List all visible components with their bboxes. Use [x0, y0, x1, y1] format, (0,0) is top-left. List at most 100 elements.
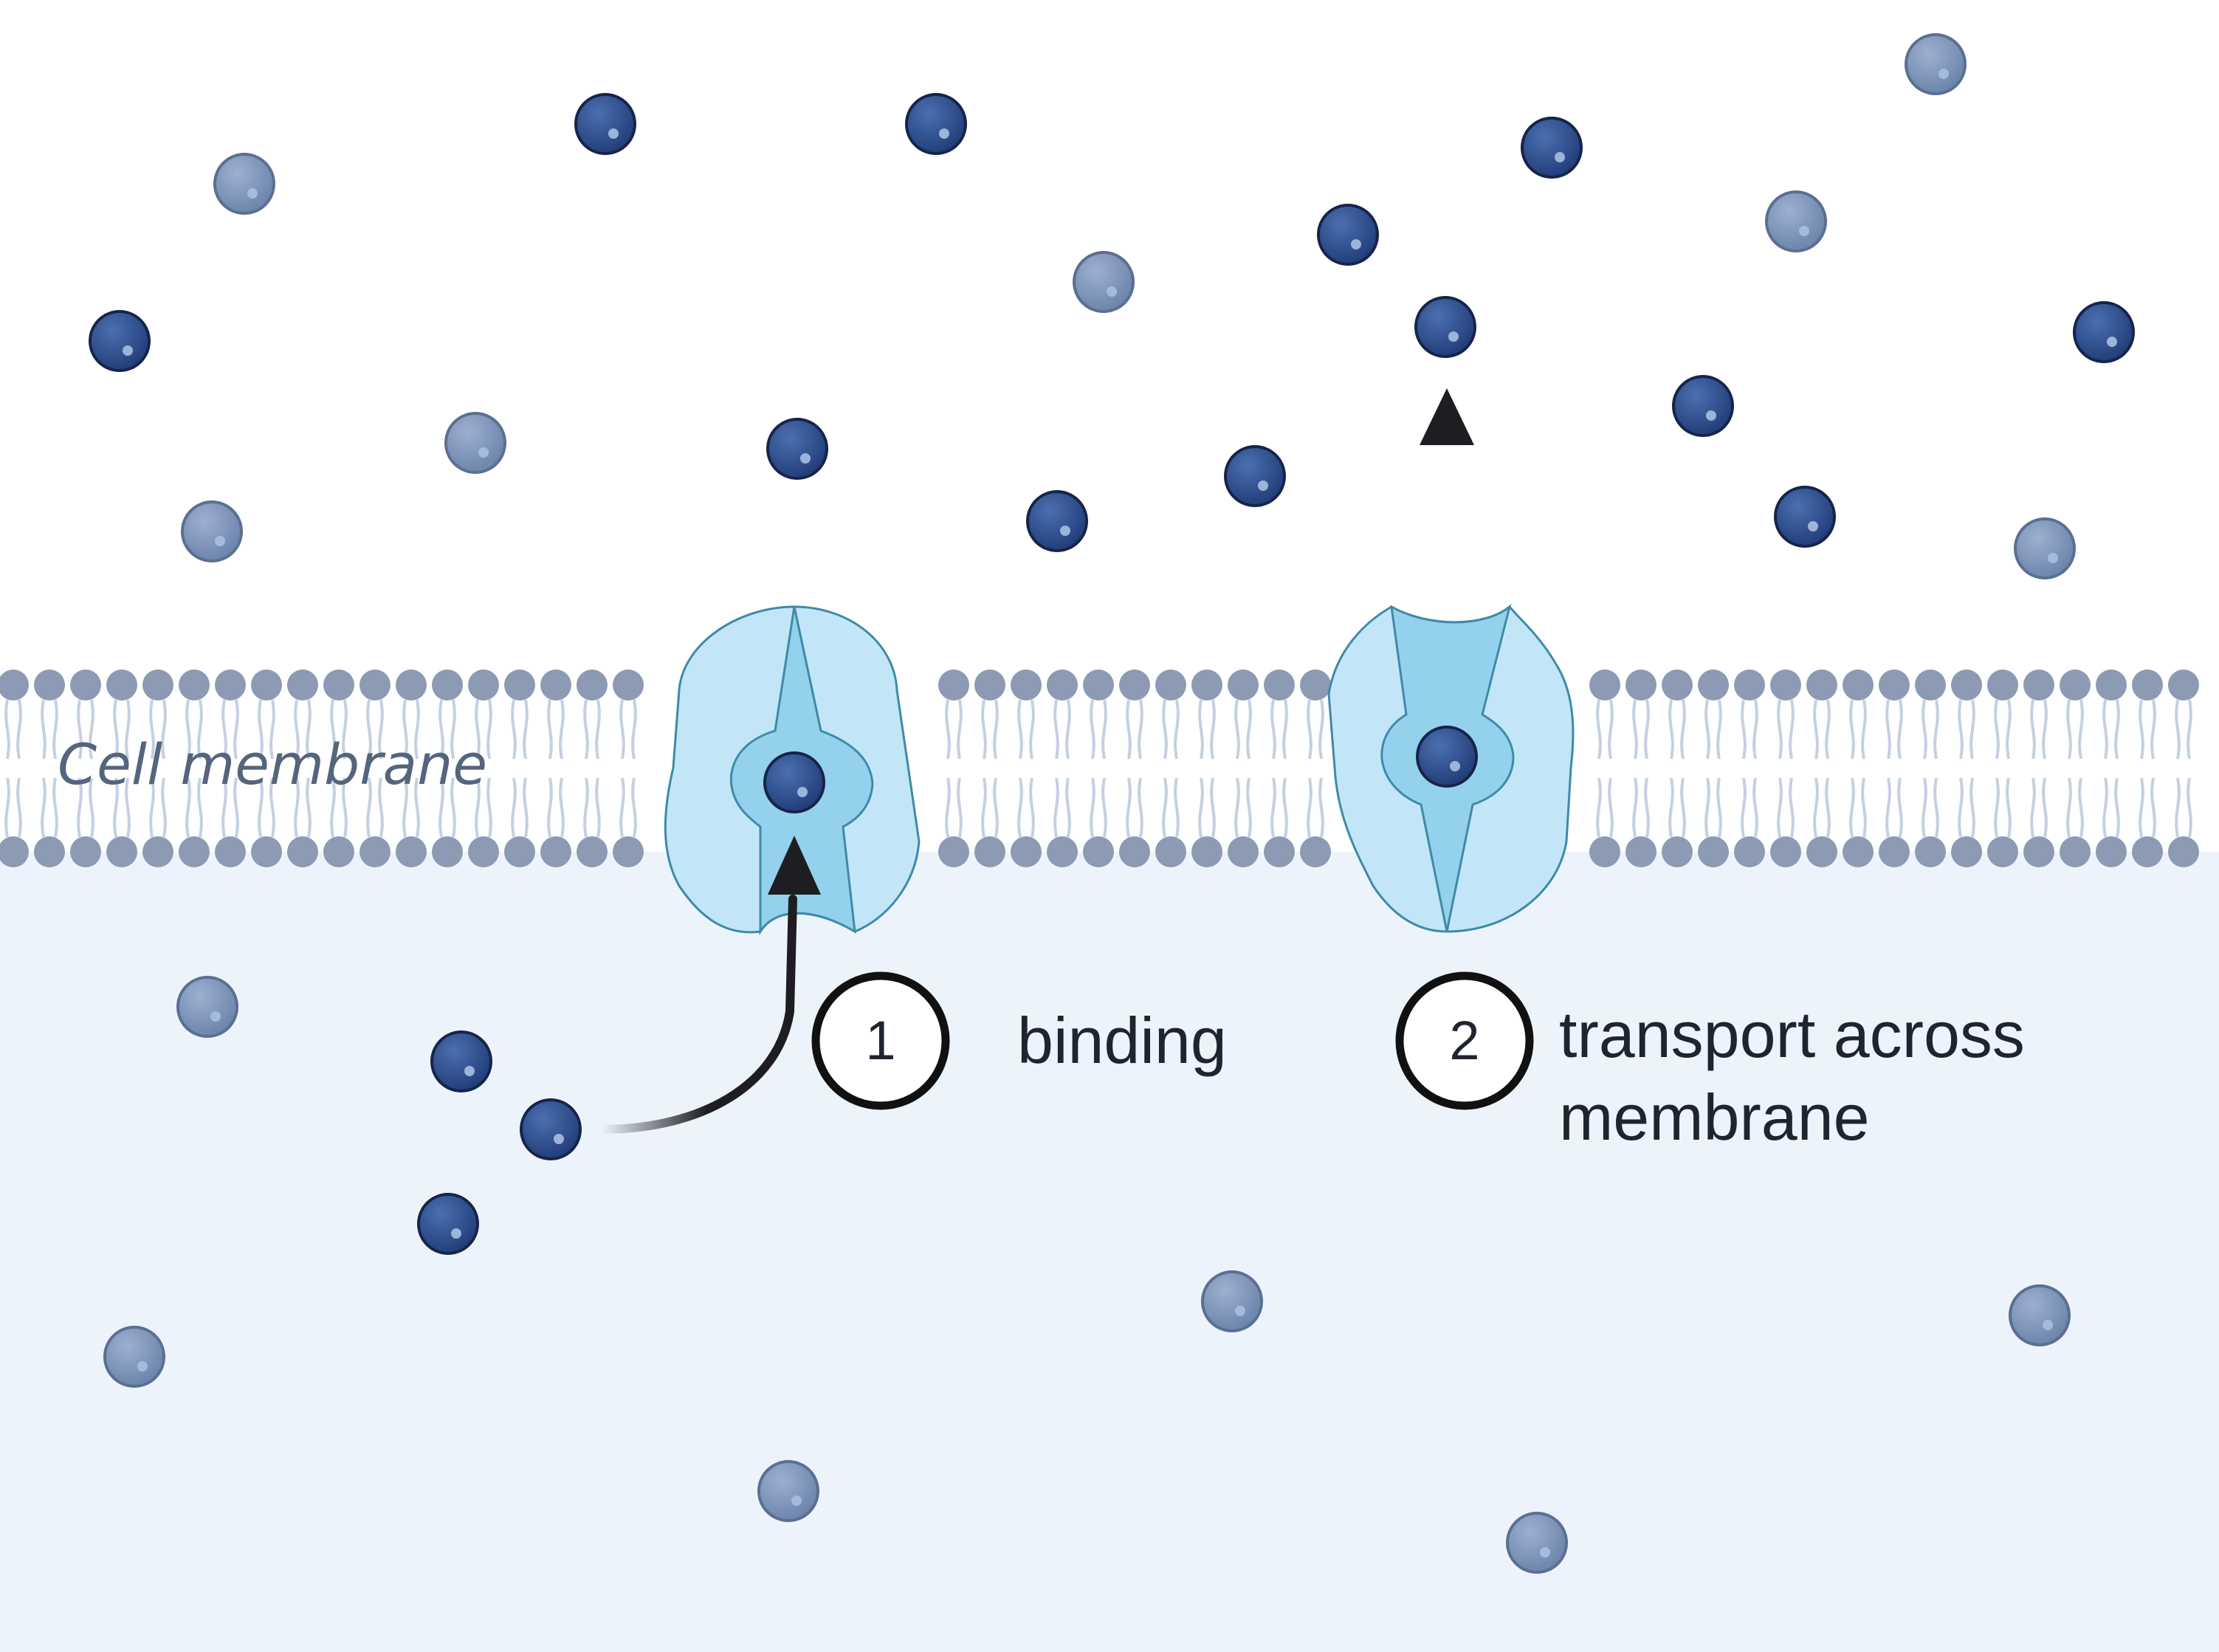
lipid-tail — [1813, 777, 1819, 838]
lipid-tail — [2102, 699, 2108, 760]
lipid-tail — [1138, 777, 1143, 838]
lipid-tail — [438, 699, 444, 760]
lipid-tail — [185, 777, 191, 838]
lipid-tail — [2114, 777, 2120, 838]
lipid-tail — [2078, 777, 2084, 838]
molecule-light — [757, 1460, 819, 1522]
lipid-tail — [1053, 699, 1059, 760]
lipid-tail — [1318, 777, 1324, 838]
lipid-tail — [1716, 699, 1722, 760]
lipid-head — [2168, 836, 2199, 867]
lipid-head — [34, 670, 65, 701]
molecule-light-highlight — [215, 536, 225, 546]
lipid-head — [1589, 836, 1620, 867]
lipid-tail — [583, 777, 589, 838]
lipid-tail — [2030, 699, 2036, 760]
molecule-dark-body — [905, 93, 967, 155]
lipid-tail — [1825, 777, 1831, 838]
molecule-light-body — [1765, 190, 1827, 252]
lipid-tail — [1608, 699, 1614, 760]
lipid-head — [1228, 670, 1259, 701]
molecule-dark-highlight — [608, 128, 619, 139]
lipid-tail — [1090, 777, 1095, 838]
lipid-tail — [269, 699, 275, 760]
molecule-dark — [2073, 301, 2135, 363]
molecule-dark-highlight — [939, 128, 949, 139]
lipid-head — [1734, 670, 1765, 701]
lipid-tail — [1065, 777, 1071, 838]
lipid-head — [1698, 670, 1729, 701]
lipid-tail — [2102, 777, 2108, 838]
lipid-tail — [330, 777, 336, 838]
lipid-head — [1047, 836, 1078, 867]
lipid-tail — [2066, 699, 2072, 760]
step-1-circle — [811, 971, 950, 1110]
lipid-head — [251, 836, 282, 867]
lipid-tail — [149, 777, 155, 838]
lipid-tail — [41, 699, 47, 760]
lipid-tail — [631, 699, 637, 760]
lipid-tail — [113, 699, 119, 760]
lipid-tail — [547, 777, 553, 838]
lipid-tail — [2078, 699, 2084, 760]
molecule-dark-highlight — [1448, 331, 1459, 342]
molecule-light — [1506, 1512, 1568, 1574]
molecule-dark — [1414, 296, 1476, 358]
lipid-tail — [2006, 699, 2012, 760]
molecule-light-body — [103, 1326, 165, 1388]
lipid-tail — [330, 699, 336, 760]
molecule-dark-highlight — [1555, 152, 1565, 162]
lipid-head — [2096, 836, 2127, 867]
lipid-tail — [511, 777, 517, 838]
lipid-head — [974, 670, 1005, 701]
lipid-tail — [1210, 777, 1216, 838]
lipid-tail — [2114, 699, 2120, 760]
lipid-head — [540, 670, 571, 701]
lipid-tail — [306, 699, 312, 760]
step-2-circle — [1395, 971, 1534, 1110]
lipid-head — [1083, 836, 1114, 867]
lipid-tail — [1090, 699, 1095, 760]
lipid-head — [540, 836, 571, 867]
lipid-tail — [2187, 777, 2192, 838]
lipid-head — [432, 670, 463, 701]
molecule-light-highlight — [137, 1361, 148, 1371]
lipid-tail — [306, 777, 312, 838]
molecule-dark-highlight — [1258, 481, 1268, 491]
lipid-tail — [511, 699, 517, 760]
solute-molecules — [89, 33, 2135, 1574]
molecule-dark — [1317, 204, 1379, 266]
molecule-dark-body — [430, 1030, 492, 1092]
lipid-tail — [2175, 777, 2181, 838]
lipid-tail — [450, 699, 456, 760]
lipid-tail — [945, 699, 951, 760]
molecule-light-highlight — [478, 447, 489, 458]
molecule-dark — [1774, 486, 1836, 548]
lipid-head — [1047, 670, 1078, 701]
lipid-tail — [619, 777, 625, 838]
molecule-light — [181, 500, 243, 562]
lipid-tail — [378, 777, 384, 838]
lipid-tail — [221, 699, 227, 760]
step-1-number: 1 — [865, 1010, 895, 1071]
lipid-tail — [1680, 699, 1686, 760]
lipid-head — [1806, 836, 1837, 867]
lipid-tail — [89, 699, 94, 760]
lipid-head — [2096, 670, 2127, 701]
lipid-head — [1915, 836, 1946, 867]
lipid-head — [1625, 836, 1656, 867]
molecule-dark — [1416, 726, 1478, 788]
lipid-head — [613, 670, 644, 701]
molecule-dark-body — [1224, 445, 1286, 507]
molecule-dark — [417, 1193, 479, 1255]
lipid-tail — [1029, 777, 1035, 838]
molecule-dark-highlight — [1808, 521, 1818, 531]
molecule-dark-highlight — [797, 787, 808, 797]
lipid-tail — [1608, 777, 1614, 838]
lipid-tail — [402, 777, 408, 838]
molecule-dark-highlight — [1450, 761, 1460, 771]
lipid-tail — [1861, 777, 1867, 838]
lipid-tail — [1777, 777, 1783, 838]
lipid-tail — [1174, 777, 1180, 838]
